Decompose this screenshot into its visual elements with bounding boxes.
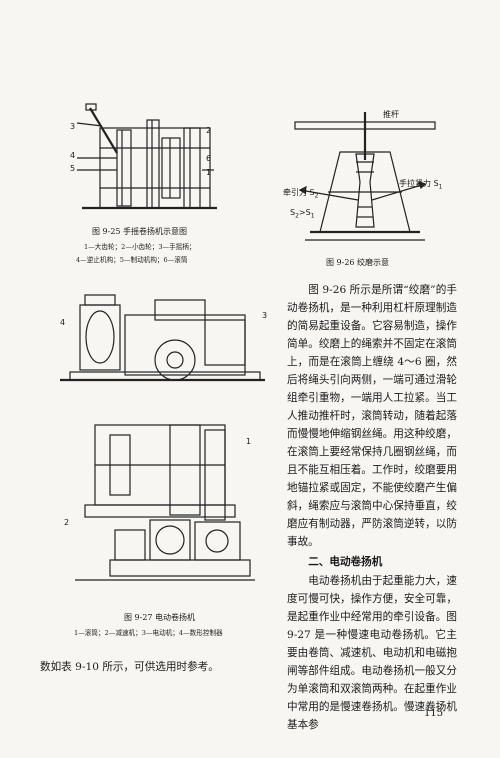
figure-9-27-electric-winch-diagram (60, 294, 265, 581)
figure-9-26-capstan-diagram (294, 112, 436, 241)
paragraph-capstan: 图 9-26 所示是所谓“绞磨”的手动卷扬机，是一种利用杠杆原理制造的简易起重设… (287, 284, 457, 548)
fig926-caption: 图 9-26 绞磨示意 (326, 258, 390, 267)
section-heading-electric-winch: 二、电动卷扬机 (308, 556, 383, 568)
bottom-line: 数如表 9-10 所示，可供选用时参考。 (40, 661, 219, 673)
fig927-label-2: 2 (64, 518, 70, 527)
fig925-label-6: 6 (206, 154, 212, 163)
fig925-caption: 图 9-25 手摇卷扬机示意图 (92, 227, 188, 236)
fig925-label-4: 4 (70, 151, 76, 160)
fig925-label-5: 5 (70, 164, 76, 173)
fig925-label-1: 1 (206, 168, 212, 177)
figure-9-25-hand-winch-diagram (76, 103, 217, 210)
page-number: 115 (424, 708, 444, 719)
fig927-label-1: 1 (246, 437, 252, 446)
fig926-pull-force-label: 牵引力 S2 (283, 188, 319, 200)
fig926-hand-force-label: 手拉紧力 S1 (399, 179, 443, 191)
fig925-legend-line2: 4—逆止机构；5—制动机构；6—滚筒 (76, 256, 188, 264)
fig926-inequality: S2>S1 (290, 208, 315, 220)
fig925-legend-line1: 1—大齿轮；2—小齿轮；3—手摇柄； (84, 243, 196, 251)
fig927-caption: 图 9-27 电动卷扬机 (124, 613, 196, 622)
fig925-label-3: 3 (70, 122, 76, 131)
body-text-column: 图 9-26 所示是所谓“绞磨”的手动卷扬机，是一种利用杠杆原理制造的简易起重设… (287, 281, 457, 734)
paragraph-electric-winch: 电动卷扬机由于起重能力大，速度可慢可快，操作方便，安全可靠，是起重作业中经常用的… (287, 575, 457, 731)
fig925-label-2: 2 (206, 126, 212, 135)
fig927-legend: 1—滚筒；2—减速机；3—电动机；4—数形控制器 (74, 629, 223, 637)
fig927-label-4: 4 (60, 318, 66, 327)
fig927-label-3: 3 (262, 311, 268, 320)
fig926-lever-label: 推杆 (383, 110, 399, 119)
